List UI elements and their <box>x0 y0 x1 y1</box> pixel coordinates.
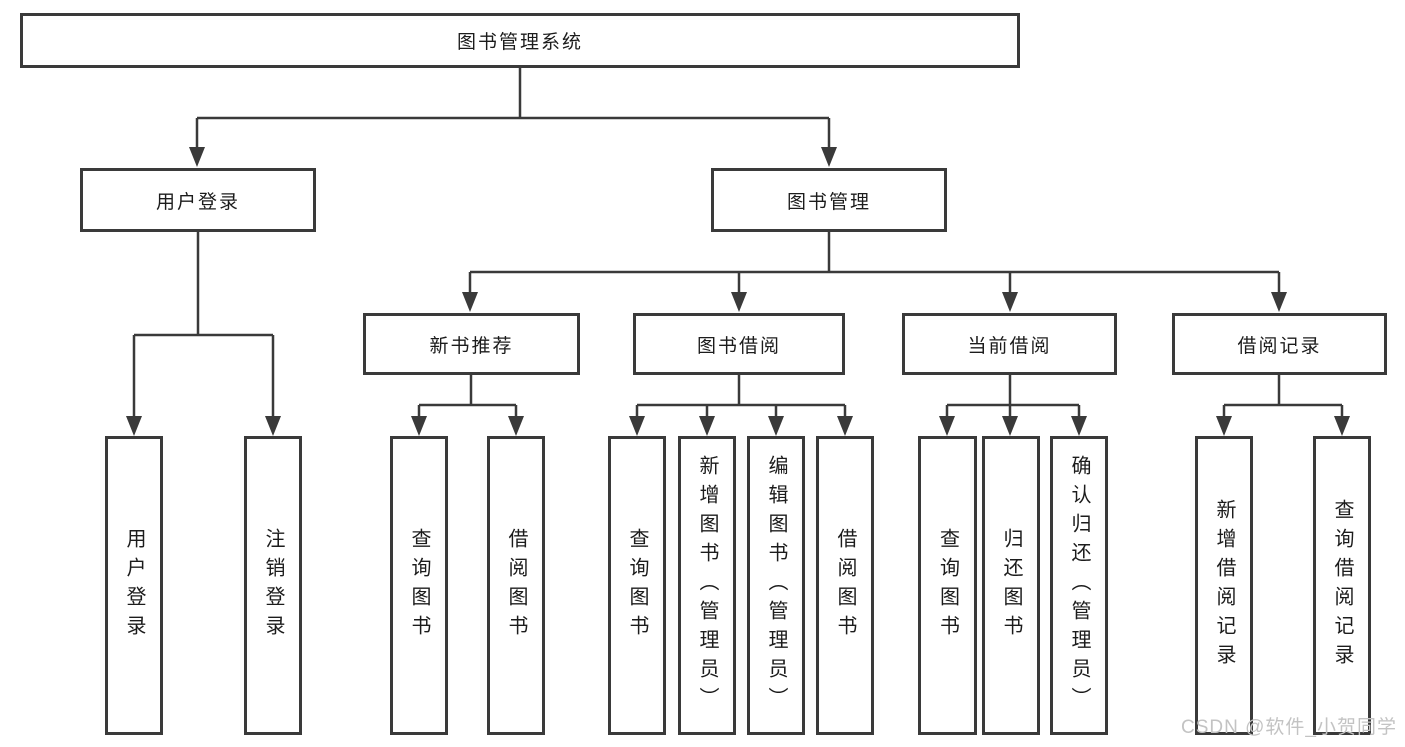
connector-user-login-to-leaves <box>126 232 281 436</box>
node-label: 借阅记录 <box>1237 335 1322 357</box>
node-label: 新增借阅记录 <box>1213 498 1235 673</box>
node-label: 图书管理系统 <box>456 32 583 53</box>
node-library-management-system: 图书管理系统 <box>20 13 1020 68</box>
connector-current-borrowing-to-leaves <box>939 375 1087 436</box>
csdn-watermark: CSDN @软件_小贺同学 <box>1181 717 1397 738</box>
node-label: 查询借阅记录 <box>1331 498 1353 673</box>
node-label: 新增图书（管理员） <box>696 455 718 716</box>
connector-new-book-recommendation-to-leaves <box>411 375 524 436</box>
leaf-query-books-current: 查询图书 <box>918 436 977 735</box>
node-label: 归还图书 <box>1000 527 1022 644</box>
leaf-logout: 注销登录 <box>244 436 302 735</box>
leaf-query-books-recommend: 查询图书 <box>390 436 448 735</box>
connector-root-to-level2 <box>189 68 837 167</box>
leaf-edit-book-admin: 编辑图书（管理员） <box>747 436 805 735</box>
node-new-book-recommendation: 新书推荐 <box>363 313 580 375</box>
node-label: 确认归还（管理员） <box>1068 455 1090 716</box>
node-book-management: 图书管理 <box>711 168 947 232</box>
leaf-query-books-borrowing: 查询图书 <box>608 436 666 735</box>
node-label: 编辑图书（管理员） <box>765 455 787 716</box>
node-label: 查询图书 <box>936 527 959 644</box>
node-label: 注销登录 <box>262 527 284 644</box>
node-borrowing-records: 借阅记录 <box>1172 313 1387 375</box>
node-label: 查询图书 <box>626 527 648 644</box>
leaf-borrow-books-borrowing: 借阅图书 <box>816 436 874 735</box>
node-label: 图书借阅 <box>696 335 781 357</box>
leaf-confirm-return-admin: 确认归还（管理员） <box>1050 436 1108 735</box>
node-label: 借阅图书 <box>505 527 527 644</box>
node-label: 用户登录 <box>155 191 240 213</box>
connector-borrowing-records-to-leaves <box>1216 375 1350 436</box>
leaf-borrow-books-recommend: 借阅图书 <box>487 436 545 735</box>
node-label: 用户登录 <box>123 527 145 644</box>
leaf-user-login: 用户登录 <box>105 436 163 735</box>
connector-book-borrowing-to-leaves <box>629 375 853 436</box>
node-label: 图书管理 <box>786 191 871 213</box>
leaf-add-book-admin: 新增图书（管理员） <box>678 436 736 735</box>
connector-book-management-to-level3 <box>462 232 1287 312</box>
leaf-add-borrow-record: 新增借阅记录 <box>1195 436 1253 735</box>
node-user-login: 用户登录 <box>80 168 316 232</box>
leaf-query-borrow-record: 查询借阅记录 <box>1313 436 1371 735</box>
node-label: 查询图书 <box>408 527 430 644</box>
node-book-borrowing: 图书借阅 <box>633 313 845 375</box>
leaf-return-books: 归还图书 <box>982 436 1040 735</box>
node-current-borrowing: 当前借阅 <box>902 313 1117 375</box>
node-label: 当前借阅 <box>967 335 1052 357</box>
node-label: 借阅图书 <box>834 527 856 644</box>
node-label: 新书推荐 <box>429 335 514 357</box>
